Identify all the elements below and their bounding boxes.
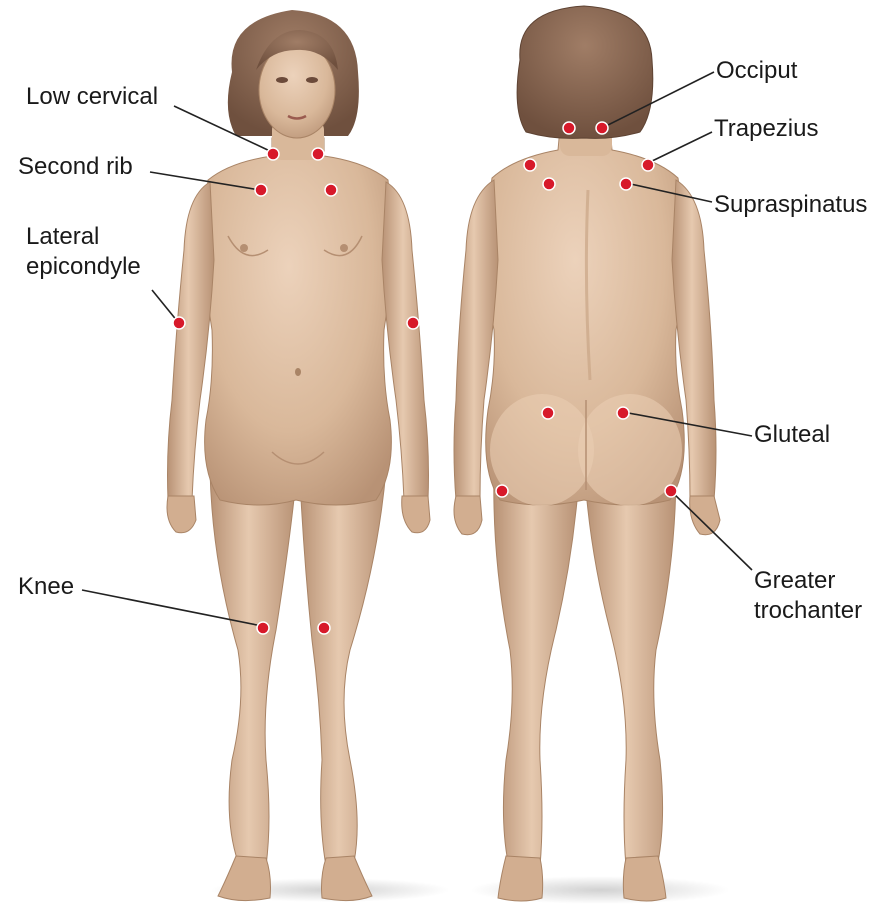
label-trapezius: Trapezius: [714, 114, 818, 144]
label-supraspinatus: Supraspinatus: [714, 190, 867, 220]
back-right-foot: [623, 856, 666, 901]
red-dot-icon: [543, 178, 555, 190]
red-dot-icon: [173, 317, 185, 329]
red-dot-icon: [496, 485, 508, 497]
back-left-hand: [454, 496, 482, 535]
front-left-leg: [210, 470, 296, 866]
red-dot-icon: [312, 148, 324, 160]
front-left-hand: [167, 496, 196, 533]
front-right-hand: [402, 496, 430, 533]
red-dot-icon: [318, 622, 330, 634]
front-torso: [205, 138, 392, 505]
red-dot-icon: [596, 122, 608, 134]
label-knee: Knee: [18, 572, 74, 602]
red-dot-icon: [267, 148, 279, 160]
back-figure: [454, 6, 730, 904]
back-left-foot: [498, 856, 543, 901]
label-second-rib: Second rib: [18, 152, 133, 182]
red-dot-icon: [325, 184, 337, 196]
red-dot-icon: [617, 407, 629, 419]
label-lateral-epicondyle-line2: epicondyle: [26, 252, 141, 282]
red-dot-icon: [665, 485, 677, 497]
back-right-hand: [690, 496, 720, 535]
front-right-foot: [322, 856, 373, 901]
label-greater-trochanter: Greater trochanter: [754, 566, 862, 626]
label-gluteal: Gluteal: [754, 420, 830, 450]
front-figure: [167, 10, 450, 902]
red-dot-icon: [642, 159, 654, 171]
red-dot-icon: [620, 178, 632, 190]
red-dot-icon: [524, 159, 536, 171]
label-greater-trochanter-line1: Greater: [754, 566, 862, 596]
label-greater-trochanter-line2: trochanter: [754, 596, 862, 626]
red-dot-icon: [542, 407, 554, 419]
back-right-leg: [586, 470, 676, 866]
red-dot-icon: [255, 184, 267, 196]
red-dot-icon: [257, 622, 269, 634]
back-hair: [517, 6, 653, 138]
label-lateral-epicondyle-line1: Lateral: [26, 222, 141, 252]
red-dot-icon: [563, 122, 575, 134]
red-dot-icon: [407, 317, 419, 329]
front-right-leg: [300, 470, 386, 866]
label-lateral-epicondyle: Lateral epicondyle: [26, 222, 141, 282]
back-left-leg: [494, 470, 578, 866]
front-left-foot: [218, 856, 271, 901]
label-low-cervical: Low cervical: [26, 82, 158, 112]
label-occiput: Occiput: [716, 56, 797, 86]
